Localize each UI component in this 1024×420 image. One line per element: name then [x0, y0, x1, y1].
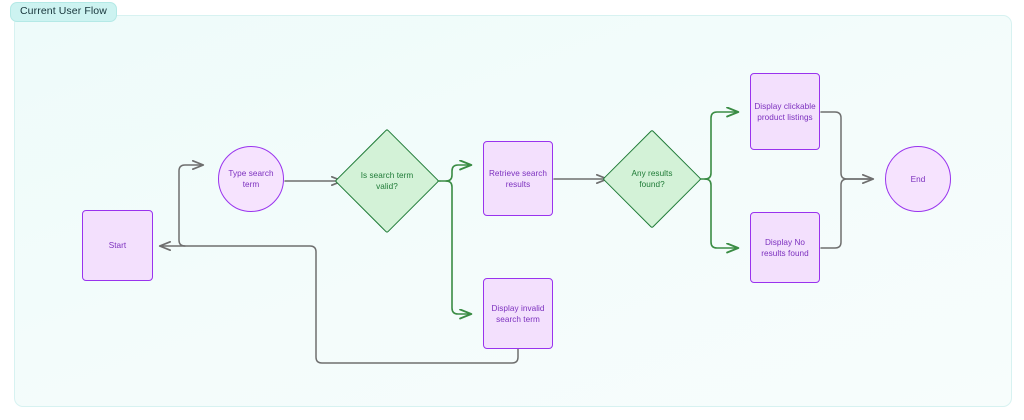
- node-start[interactable]: Start: [82, 210, 153, 281]
- node-start-label: Start: [108, 241, 127, 250]
- node-retrieve-search-results[interactable]: Retrieve search results: [483, 141, 553, 216]
- edge-noresults-to-end: [820, 178, 874, 249]
- node-display-invalid-search-term-label: Display invalid search term: [491, 303, 545, 324]
- edge-listings-to-end: [820, 111, 873, 179]
- node-display-clickable-product-listings-label: Display clickable product listings: [754, 101, 816, 122]
- node-retrieve-search-results-label: Retrieve search results: [488, 168, 548, 189]
- edge-anyresults-to-noresults: [704, 178, 738, 248]
- node-display-clickable-product-listings[interactable]: Display clickable product listings: [750, 73, 820, 150]
- edge-invalid-to-start: [160, 246, 519, 364]
- node-type-search-term[interactable]: Type search term: [218, 146, 284, 212]
- node-any-results-found-label: Any results found?: [631, 169, 673, 189]
- flow-title-badge[interactable]: Current User Flow: [10, 2, 117, 22]
- flow-canvas[interactable]: Start Type search term Is search term va…: [14, 15, 1012, 407]
- node-any-results-found[interactable]: Any results found?: [602, 129, 702, 229]
- edge-valid-to-retrieve: [439, 165, 471, 182]
- node-type-search-term-label: Type search term: [228, 169, 274, 189]
- node-is-search-term-valid[interactable]: Is search term valid?: [334, 128, 440, 234]
- node-display-no-results-found[interactable]: Display No results found: [750, 212, 820, 283]
- node-end-label: End: [910, 174, 926, 184]
- edge-anyresults-to-listings: [704, 112, 738, 180]
- edge-start-to-type: [178, 165, 203, 247]
- node-end[interactable]: End: [885, 146, 951, 212]
- node-is-search-term-valid-label: Is search term valid?: [360, 171, 414, 191]
- node-display-invalid-search-term[interactable]: Display invalid search term: [483, 278, 553, 349]
- node-display-no-results-found-label: Display No results found: [761, 237, 809, 258]
- edge-valid-to-invalid: [445, 180, 471, 314]
